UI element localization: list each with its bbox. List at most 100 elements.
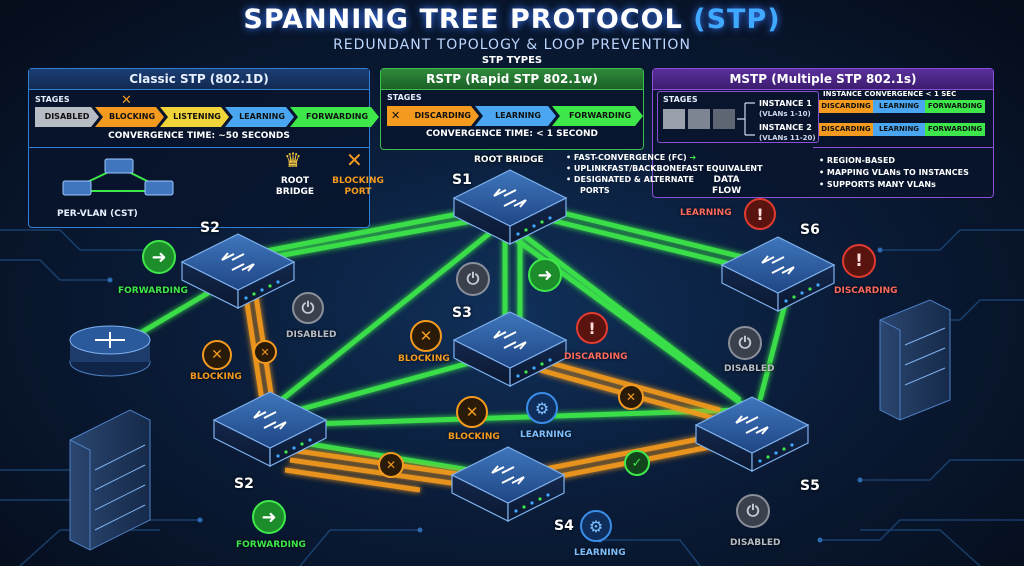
instance-1-vlans: (VLANs 1-10) xyxy=(759,110,811,118)
mstp-feature-region: • REGION-BASED xyxy=(819,156,896,165)
state-discarding-s3: DISCARDING xyxy=(564,352,628,362)
state-forwarding-left: FORWARDING xyxy=(118,286,188,296)
page-subtitle: REDUNDANT TOPOLOGY & LOOP PREVENTION xyxy=(333,37,691,53)
title-text: SPANNING TREE PROTOCOL xyxy=(243,4,683,35)
mstp-feature-mapping: • MAPPING VLANs TO INSTANCES xyxy=(819,168,969,177)
classic-stp-panel: Classic STP (802.1D) STAGES DISABLED BLO… xyxy=(28,68,370,228)
switch-s3 xyxy=(452,311,568,387)
instance-2-vlans: (VLANs 11-20) xyxy=(759,134,816,142)
instance-2: INSTANCE 2 (VLANs 11-20) xyxy=(759,123,816,143)
classic-stage-disabled: DISABLED xyxy=(35,107,99,127)
state-forwarding-bottom: FORWARDING xyxy=(236,540,306,550)
crown-icon: ♛ xyxy=(284,148,302,172)
state-blocking-s3: BLOCKING xyxy=(398,354,450,364)
switch-label-s6: S6 xyxy=(800,222,820,238)
state-blocking-mid: BLOCKING xyxy=(448,432,500,442)
switch-group xyxy=(180,169,836,522)
rstp-feature-fc: • FAST-CONVERGENCE (FC) ➜ xyxy=(566,153,697,162)
check-icon: ✓ xyxy=(624,450,650,476)
instance-1: INSTANCE 1 (VLANs 1-10) xyxy=(759,99,812,119)
mstp-i1-discarding: DISCARDING xyxy=(819,100,873,113)
switch-s6 xyxy=(720,236,836,312)
switch-s1 xyxy=(452,169,568,245)
mstp-instance-2-row: DISCARDING LEARNING FORWARDING xyxy=(819,123,985,139)
rstp-panel: RSTP (Rapid STP 802.1w) STAGES ✕ DISCARD… xyxy=(380,68,644,150)
classic-stage-forwarding: FORWARDING xyxy=(290,107,379,127)
page-title: SPANNING TREE PROTOCOL (STP) xyxy=(0,4,1024,35)
classic-stage-row: DISABLED BLOCKING LISTENING LEARNING FOR… xyxy=(35,107,375,127)
power-icon: ⏻ xyxy=(728,326,762,360)
switch-s4 xyxy=(450,446,566,522)
per-vlan-diagram xyxy=(62,158,174,196)
forwarding-arrow-icon: ➜ xyxy=(528,258,562,292)
classic-divider xyxy=(29,147,369,148)
mstp-feature-vlans: • SUPPORTS MANY VLANs xyxy=(819,180,936,189)
link-blocked-x-icon: ✕ xyxy=(378,452,404,478)
rstp-feature-uplinkfast: • UPLINKFAST/BACKBONEFAST EQUIVALENT xyxy=(566,164,763,173)
state-disabled-s5: DISABLED xyxy=(730,538,781,548)
mstp-stages-label: STAGES xyxy=(663,95,698,104)
rstp-stage-learning: LEARNING xyxy=(475,106,556,126)
blocking-x-icon: ✕ xyxy=(456,396,488,428)
mstp-convergence: INSTANCE CONVERGENCE < 1 SEC xyxy=(823,90,957,98)
switch-label-s2-bottom: S2 xyxy=(234,476,254,492)
instance-2-label: INSTANCE 2 xyxy=(759,123,812,132)
link-blocked-x-icon: ✕ xyxy=(618,384,644,410)
state-blocking-left: BLOCKING xyxy=(190,372,242,382)
blocking-x-icon: ✕ xyxy=(202,340,232,370)
rstp-stage-forwarding: FORWARDING xyxy=(552,106,643,126)
rstp-ports-label: PORTS xyxy=(580,186,610,195)
mstp-i2-discarding: DISCARDING xyxy=(819,123,873,136)
x-mark-icon: ✕ xyxy=(121,93,132,108)
mstp-i2-forwarding: FORWARDING xyxy=(925,123,985,136)
blocking-x-icon: ✕ xyxy=(410,320,442,352)
state-learning-s6: LEARNING xyxy=(680,208,732,218)
classic-stages-label: STAGES xyxy=(35,95,70,104)
rstp-feature-designated: • DESIGNATED & ALTERNATE xyxy=(566,175,694,184)
instance-1-label: INSTANCE 1 xyxy=(759,99,812,108)
forwarding-arrow-icon: ➜ xyxy=(252,500,286,534)
mstp-stages-box xyxy=(657,91,819,143)
link-blocked-x-icon: ✕ xyxy=(253,340,277,364)
server-right xyxy=(879,299,951,421)
switch-s5 xyxy=(694,396,810,472)
state-disabled-s6: DISABLED xyxy=(724,364,775,374)
mstp-divider xyxy=(813,147,993,148)
router-left xyxy=(69,325,151,377)
power-icon: ⏻ xyxy=(456,262,490,296)
mstp-title: MSTP (Multiple STP 802.1s) xyxy=(653,69,993,90)
section-label: STP TYPES xyxy=(481,55,543,66)
switch-s2-top xyxy=(180,233,296,309)
server-left xyxy=(69,409,151,551)
rstp-title: RSTP (Rapid STP 802.1w) xyxy=(381,69,643,90)
rstp-stage-discarding: ✕ DISCARDING xyxy=(387,106,479,126)
blocking-x-icon: ✕ xyxy=(346,148,363,172)
rstp-convergence: CONVERGENCE TIME: < 1 SECOND xyxy=(425,129,599,139)
rstp-stage-row: ✕ DISCARDING LEARNING FORWARDING xyxy=(387,106,639,126)
switch-label-s3: S3 xyxy=(452,305,472,321)
alert-icon: ! xyxy=(744,198,776,230)
rstp-stages-label: STAGES xyxy=(387,93,422,102)
forwarding-arrow-icon: ➜ xyxy=(142,240,176,274)
switch-label-s2-top: S2 xyxy=(200,220,220,236)
switch-label-s5: S5 xyxy=(800,478,820,494)
root-bridge-caption: ROOT BRIDGE xyxy=(474,155,544,165)
mstp-i1-learning: LEARNING xyxy=(873,100,925,113)
mstp-stage-blocks xyxy=(663,109,735,129)
mstp-i2-learning: LEARNING xyxy=(873,123,925,136)
gear-icon: ⚙ xyxy=(580,510,612,542)
mstp-i1-forwarding: FORWARDING xyxy=(925,100,985,113)
state-discarding-s6: DISCARDING xyxy=(834,286,898,296)
mstp-panel: MSTP (Multiple STP 802.1s) STAGES INSTAN… xyxy=(652,68,994,198)
mstp-instance-1-row: DISCARDING LEARNING FORWARDING xyxy=(819,100,985,116)
per-vlan-label: PER-VLAN (CST) xyxy=(57,209,138,219)
state-learning-s4: LEARNING xyxy=(574,548,626,558)
classic-stage-blocking: BLOCKING xyxy=(95,107,164,127)
classic-stp-title: Classic STP (802.1D) xyxy=(29,69,369,90)
switch-s2-bottom xyxy=(212,391,328,467)
title-abbrev: (STP) xyxy=(693,4,781,35)
switch-label-s4: S4 xyxy=(554,518,574,534)
